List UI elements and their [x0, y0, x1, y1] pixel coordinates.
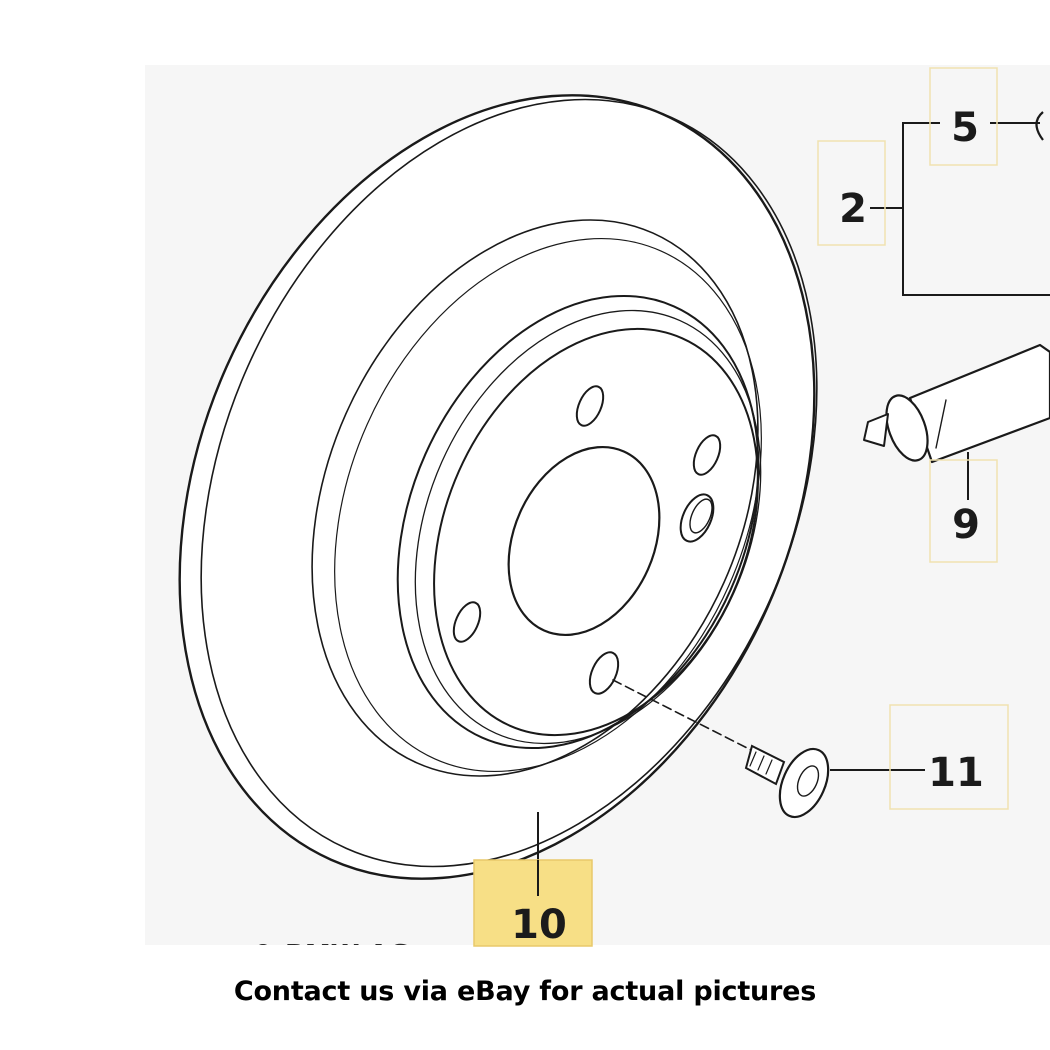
callout-11-box	[889, 704, 1009, 810]
callout-2[interactable]: 2	[817, 140, 886, 246]
callout-5-box	[929, 67, 998, 166]
callout-2-label: 2	[839, 186, 867, 232]
contact-caption: Contact us via eBay for actual pictures	[233, 976, 817, 1007]
callout-2-box	[817, 140, 886, 246]
callout-9[interactable]: 9	[929, 459, 998, 563]
callout-10-label: 10	[511, 902, 567, 948]
callout-10[interactable]: 10	[473, 859, 593, 948]
brake-disc	[178, 94, 818, 880]
countersunk-screw	[612, 679, 830, 819]
pad-set-bracket	[870, 111, 1050, 296]
callout-10-highlight	[473, 859, 593, 947]
callout-11[interactable]: 11	[889, 704, 1009, 810]
callout-9-box	[929, 459, 998, 563]
callout-5[interactable]: 5	[929, 67, 998, 166]
callout-9-label: 9	[952, 502, 980, 548]
callout-11-label: 11	[928, 750, 984, 796]
copyright-mark: © BMW AG	[250, 940, 410, 970]
callout-5-label: 5	[951, 105, 979, 151]
grease-tube	[863, 343, 1050, 464]
